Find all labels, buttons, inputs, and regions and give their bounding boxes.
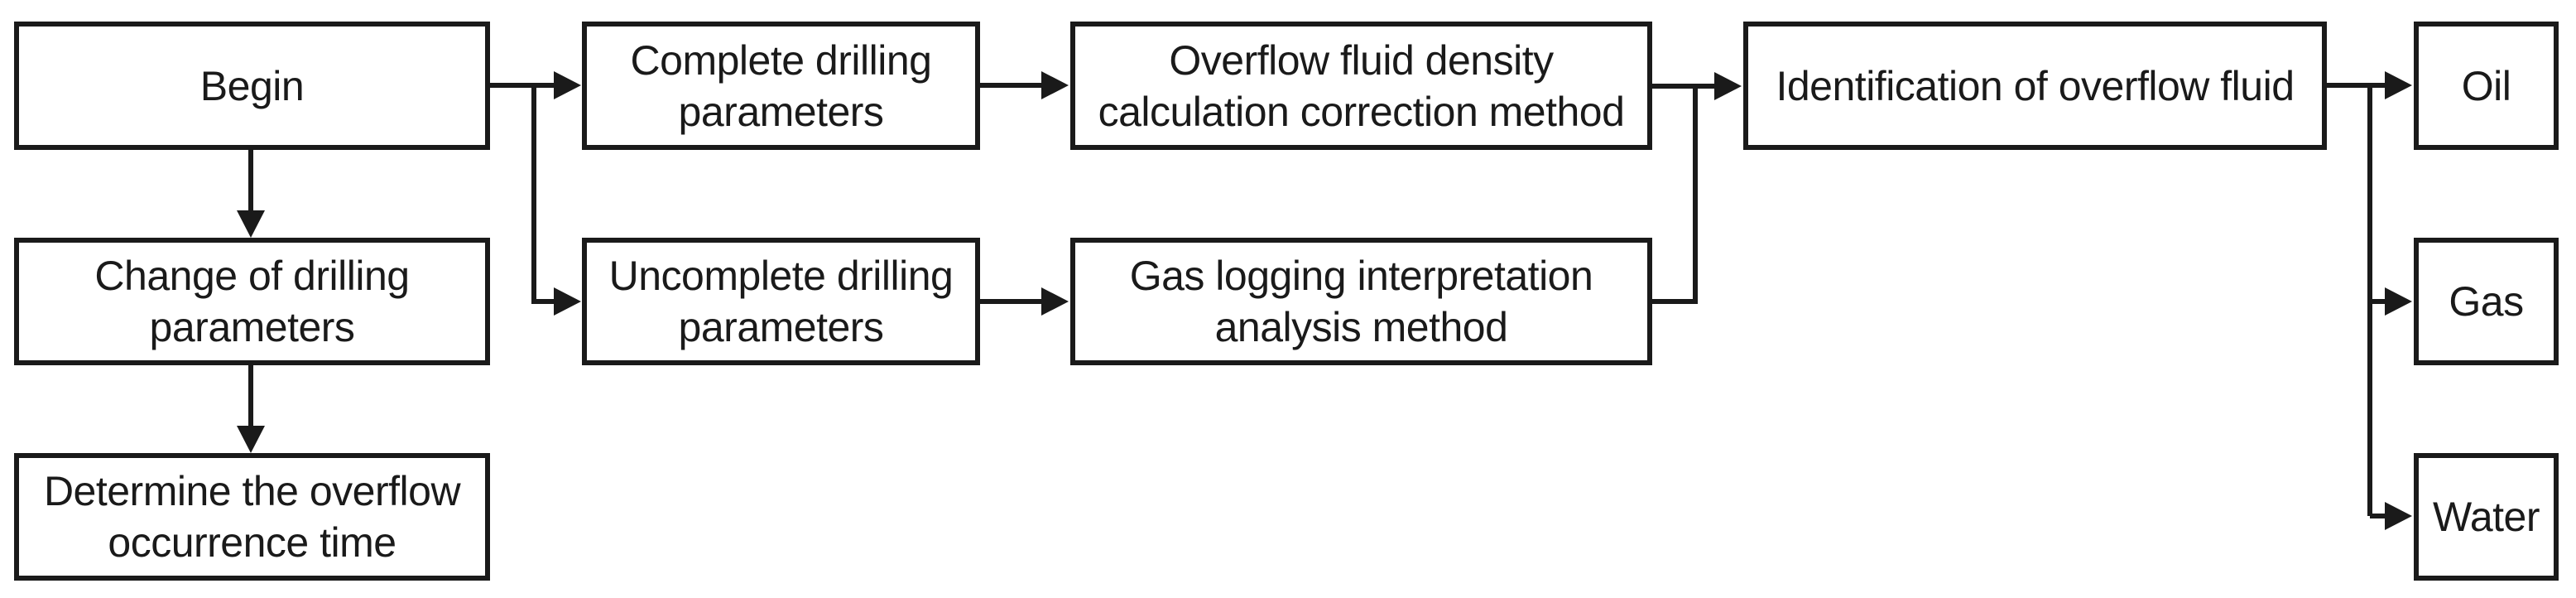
- node-identification-of-overflow-fluid: Identification of overflow fluid: [1743, 22, 2327, 150]
- node-gas-logging-method: Gas logging interpretation analysis meth…: [1070, 238, 1652, 365]
- node-gas: Gas: [2414, 238, 2559, 365]
- node-determine-overflow-time: Determine the overflow occurrence time: [14, 453, 490, 581]
- arrowhead-identification-oil: [2385, 71, 2412, 99]
- node-gaslogging-label: Gas logging interpretation analysis meth…: [1129, 253, 1593, 350]
- node-uncomplete-drilling-parameters: Uncomplete drilling parameters: [582, 238, 980, 365]
- node-complete-label: Complete drilling parameters: [630, 36, 932, 135]
- node-gas-label: Gas: [2449, 278, 2524, 325]
- arrowhead-begin-complete: [554, 71, 581, 99]
- arrowhead-begin-uncomplete: [554, 287, 581, 316]
- node-density-label: Overflow fluid density calculation corre…: [1098, 36, 1625, 135]
- edge-gaslogging-merge: [1652, 86, 1698, 304]
- arrowhead-uncomplete-gaslogging: [1041, 287, 1069, 316]
- node-change-label: Change of drilling parameters: [94, 253, 410, 350]
- arrowhead-identification-gas: [2385, 287, 2412, 316]
- node-begin: Begin: [14, 22, 490, 150]
- node-identification-label: Identification of overflow fluid: [1776, 62, 2295, 109]
- arrowhead-begin-change: [237, 210, 265, 238]
- node-uncomplete-label: Uncomplete drilling parameters: [608, 253, 954, 350]
- arrowhead-complete-density: [1041, 71, 1069, 99]
- node-begin-label: Begin: [199, 62, 305, 109]
- edge-begin-uncomplete: [531, 85, 555, 304]
- node-change-of-drilling-parameters: Change of drilling parameters: [14, 238, 490, 365]
- node-water-label: Water: [2433, 494, 2540, 540]
- arrowhead-identification-water: [2385, 502, 2412, 530]
- node-determine-label: Determine the overflow occurrence time: [43, 468, 461, 566]
- arrowhead-density-identification: [1714, 72, 1742, 100]
- arrowhead-change-determine: [237, 426, 265, 453]
- node-oil-label: Oil: [2461, 62, 2511, 109]
- node-complete-drilling-parameters: Complete drilling parameters: [582, 22, 980, 150]
- node-oil: Oil: [2414, 22, 2559, 150]
- node-density-correction-method: Overflow fluid density calculation corre…: [1070, 22, 1652, 150]
- node-water: Water: [2414, 453, 2559, 581]
